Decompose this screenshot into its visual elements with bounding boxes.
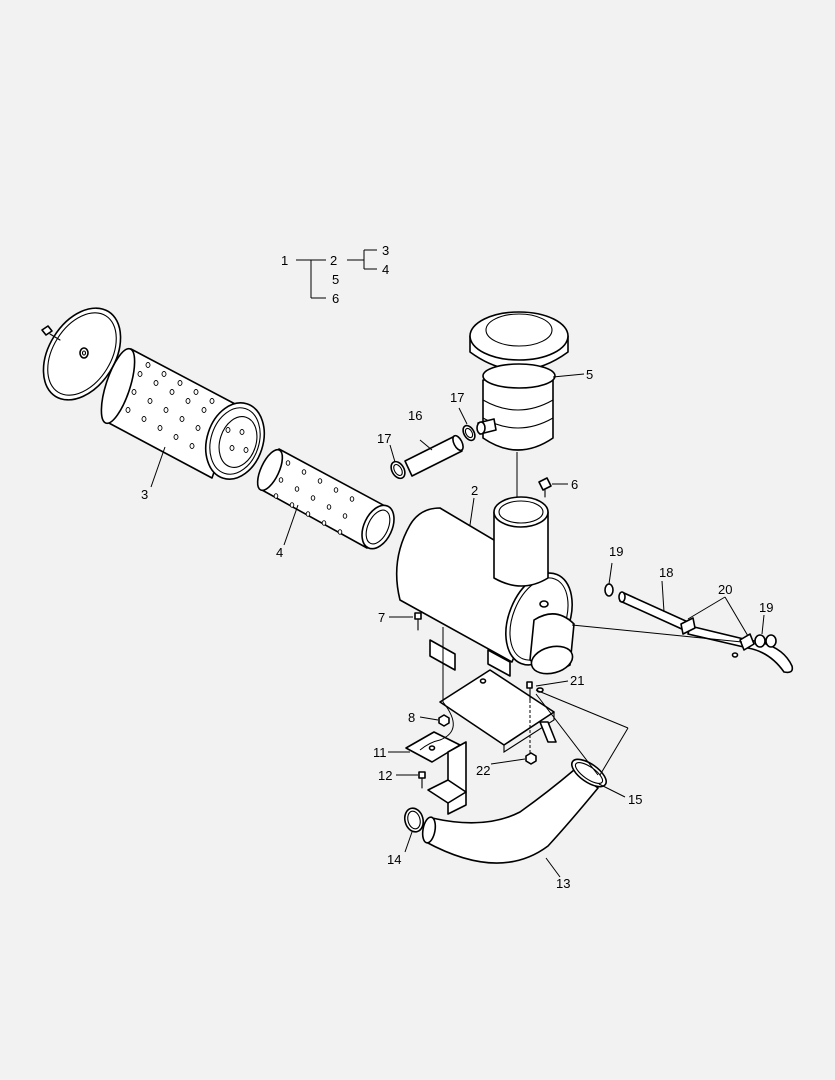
callout-18: 18 [659, 565, 673, 580]
hose-clamp-lower [390, 460, 406, 480]
mounting-plate [439, 669, 557, 754]
callout-13: 13 [556, 876, 570, 891]
tree-label-2: 2 [330, 253, 337, 268]
callout-22: 22 [476, 763, 490, 778]
safety-filter-element [256, 448, 395, 550]
callout-4: 4 [276, 545, 283, 560]
elbow-hose [421, 769, 599, 864]
callout-2: 2 [471, 483, 478, 498]
vacuator-hose [404, 434, 464, 477]
part-hierarchy-tree: 1 2 5 6 3 4 [281, 243, 389, 306]
callout-17-lower: 17 [377, 431, 391, 446]
tree-label-3: 3 [382, 243, 389, 258]
tree-label-4: 4 [382, 262, 389, 277]
callout-numbers: 3 4 5 6 2 16 17 17 7 8 11 12 22 21 14 15… [141, 367, 773, 891]
callout-19-left: 19 [609, 544, 623, 559]
callout-12: 12 [378, 768, 392, 783]
tube-clamp-19-left [604, 583, 614, 597]
tree-label-1: 1 [281, 253, 288, 268]
tree-label-6: 6 [332, 291, 339, 306]
filter-perforation-holes [125, 362, 249, 453]
nut-8-icon [438, 714, 450, 727]
tree-label-5: 5 [332, 272, 339, 287]
callout-21: 21 [570, 673, 584, 688]
nut-22-icon [525, 752, 537, 765]
tube-clamp-19-right [754, 634, 777, 648]
safety-perforation-holes [273, 460, 355, 535]
bolt-7-icon [414, 612, 422, 631]
filter-housing [395, 496, 575, 677]
callout-14: 14 [387, 852, 401, 867]
callout-20: 20 [718, 582, 732, 597]
bolt-12-icon [418, 771, 426, 789]
pre-cleaner-cap [469, 311, 569, 451]
primary-filter-element [100, 347, 266, 480]
callout-5: 5 [586, 367, 593, 382]
hose-clamp-upper [462, 424, 476, 442]
callout-16: 16 [408, 408, 422, 423]
callout-11: 11 [373, 745, 387, 760]
callout-7: 7 [378, 610, 385, 625]
callout-19-right: 19 [759, 600, 773, 615]
support-bracket [405, 731, 467, 815]
callout-3: 3 [141, 487, 148, 502]
callout-17-upper: 17 [450, 390, 464, 405]
callout-15: 15 [628, 792, 642, 807]
hose-clamp-14 [403, 807, 425, 833]
assembly-lines [419, 452, 743, 776]
dust-valve [538, 477, 552, 498]
callout-8: 8 [408, 710, 415, 725]
wing-nut-icon [41, 325, 61, 341]
callout-6: 6 [571, 477, 578, 492]
callout-leaders [150, 373, 765, 878]
tube-bracket-20 [680, 617, 755, 658]
